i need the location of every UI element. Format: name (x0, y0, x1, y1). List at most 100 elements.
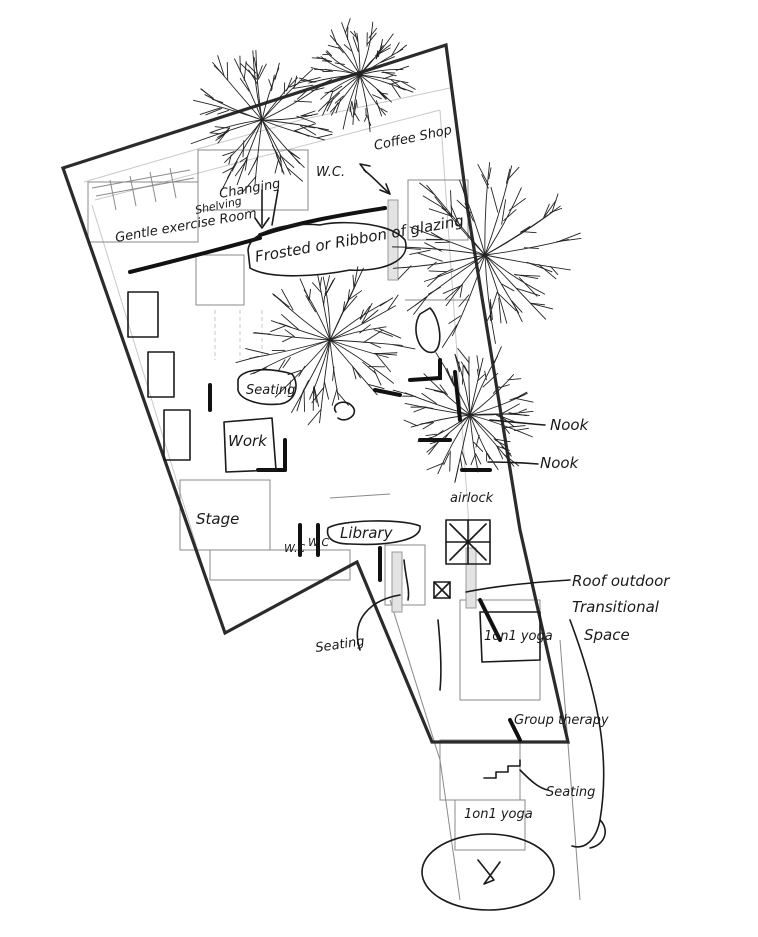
tree-twig (425, 388, 444, 392)
tree-twig (384, 75, 394, 78)
tree-twig (428, 274, 441, 286)
tree-twig (283, 357, 290, 367)
tree-canopies (191, 19, 581, 483)
tree-twig (510, 395, 524, 400)
tree-twig (287, 167, 303, 181)
tree-twig (455, 466, 459, 481)
label-transitional: Transitional (572, 598, 660, 616)
tree-twig (285, 330, 294, 337)
tree-twig (435, 242, 450, 243)
label-wc-right: W.C (308, 536, 329, 549)
tree-twig (279, 360, 285, 371)
tree-twig (407, 297, 426, 311)
tree-twig (503, 404, 519, 413)
tree-twig (471, 454, 476, 465)
tree-twig (304, 389, 305, 411)
tree-branch (330, 340, 377, 395)
tree-twig (350, 31, 357, 38)
tree-twig (429, 271, 447, 272)
tree-twig (229, 155, 231, 164)
tree-twig (477, 369, 478, 377)
tree-twig (314, 386, 318, 406)
tree-twig (500, 385, 510, 388)
tree-twig (405, 248, 420, 249)
tree-twig (492, 293, 497, 309)
tree-twig (244, 62, 246, 81)
tree-twig (423, 196, 446, 210)
label-seating-left: Seating (314, 634, 365, 656)
tree-twig (269, 80, 272, 89)
tree-branch (256, 51, 262, 120)
glazing-strips (388, 200, 476, 612)
tree-twig (352, 101, 354, 109)
tree-twig (429, 443, 438, 455)
tree-twig (273, 295, 289, 307)
base-plan-lines (84, 88, 580, 900)
tree-twig (394, 345, 415, 349)
tree-twig (463, 366, 464, 384)
tree-twig (435, 430, 443, 436)
tree-branch (470, 375, 514, 415)
tree-twig (425, 243, 442, 251)
label-stage: Stage (196, 510, 239, 528)
label-coffee-shop-text: Coffee Shop (373, 123, 454, 154)
tree-twig (249, 70, 257, 84)
tree-twig (355, 113, 360, 121)
tree-twig (474, 442, 483, 451)
tree-twig (275, 63, 279, 79)
tree-twig (246, 349, 269, 354)
tree-twig (527, 262, 552, 271)
tree-twig (379, 329, 401, 338)
tree-branch (360, 75, 370, 132)
tree-branch (426, 415, 470, 440)
tree-branch (330, 268, 363, 340)
tree-twig (373, 95, 382, 99)
label-coffee-shop: Coffee Shop (373, 123, 454, 154)
tree-twig (360, 325, 371, 333)
tree-twig (417, 253, 442, 261)
tree-twig (380, 298, 393, 306)
tree-branch (320, 340, 330, 423)
tree-twig (509, 199, 525, 211)
tree-twig (514, 304, 522, 321)
tree-twig (414, 407, 427, 412)
label-yoga-lower: 1on1 yoga (464, 807, 533, 822)
tree-twig (377, 90, 386, 100)
tree-twig (317, 134, 332, 137)
tree-twig (281, 156, 294, 167)
tree-twig (491, 187, 498, 212)
tree-branch (330, 340, 388, 357)
tree-twig (429, 287, 441, 294)
label-seating-bottom: Seating (546, 785, 595, 800)
label-airlock: airlock (450, 491, 494, 506)
label-wc-top: W.C. (316, 165, 345, 180)
label-yoga-upper: 1on1 yoga (484, 629, 553, 644)
label-library: Library (340, 524, 394, 542)
tree-twig (275, 160, 278, 173)
tree-twig (420, 183, 435, 195)
tree-twig (426, 434, 437, 435)
tree-twig (306, 296, 316, 312)
tree-branch (485, 211, 553, 255)
tree-twig (458, 349, 469, 363)
tree-twig (356, 100, 357, 107)
tree-twig (253, 333, 270, 334)
tree-twig (391, 43, 399, 56)
tree-twig (428, 262, 437, 269)
tree-twig (236, 356, 258, 362)
tree-branch (485, 255, 507, 323)
label-nook-lower: Nook (540, 454, 580, 472)
tree-twig (283, 336, 294, 341)
tree-twig (362, 303, 372, 323)
tree-twig (218, 110, 229, 114)
tree-twig (213, 99, 223, 102)
tree-twig (210, 133, 221, 134)
tree-branch (262, 114, 318, 120)
tree-twig (497, 447, 503, 459)
tree-twig (369, 28, 377, 37)
tree-twig (478, 165, 489, 185)
tree-twig (323, 54, 330, 55)
tree-twig (450, 451, 451, 471)
